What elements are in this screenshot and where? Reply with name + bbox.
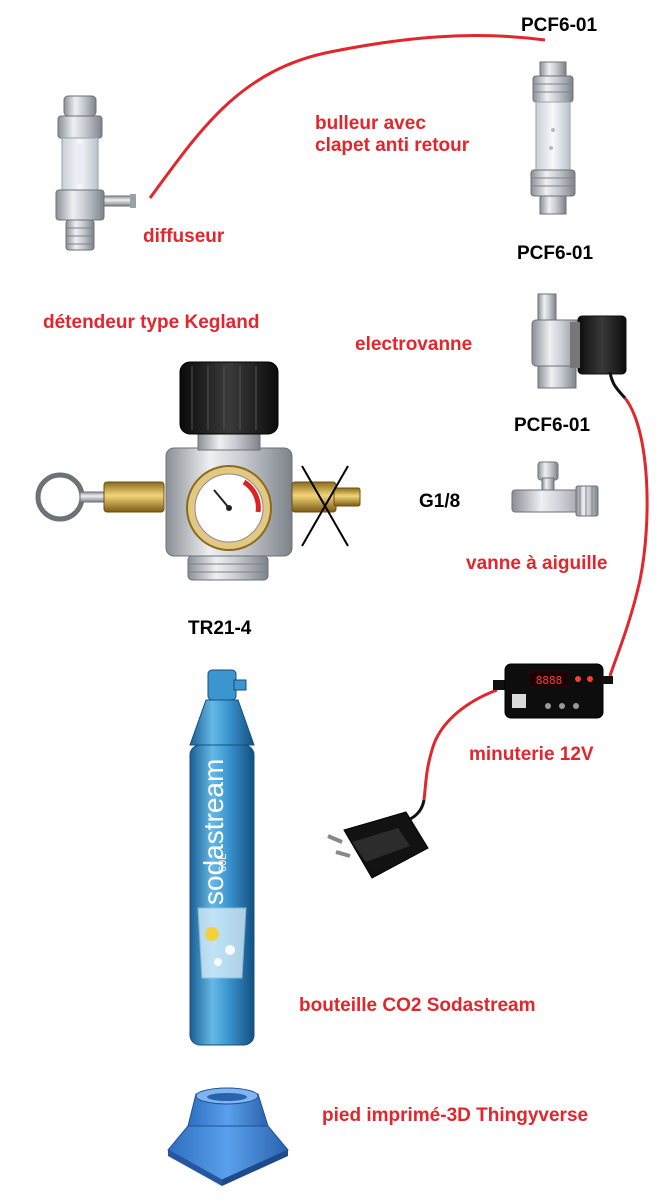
label-tr21-4: TR21-4 [188, 618, 252, 639]
power-cable-timer [608, 397, 649, 677]
power-adapter-icon [327, 799, 429, 879]
label-bouteille: bouteille CO2 Sodastream [299, 995, 536, 1016]
label-bulleur: bulleur avec clapet anti retour [315, 113, 470, 156]
label-electrovanne: electrovanne [355, 334, 473, 355]
needle-valve-icon [511, 461, 599, 517]
stand-icon [167, 1087, 289, 1186]
label-g18: G1/8 [419, 491, 461, 512]
label-pcf6-top: PCF6-01 [521, 15, 598, 36]
label-diffuseur: diffuseur [143, 226, 225, 247]
timer-display: 8888 [536, 674, 563, 687]
bottle-brand: sodastream [198, 759, 229, 905]
power-cable-adapter [422, 688, 498, 801]
co2-tube [148, 34, 546, 199]
label-minuterie: minuterie 12V [469, 744, 594, 765]
bottle-volume: 60L [217, 854, 229, 872]
diffuser-icon [55, 95, 136, 251]
label-pied: pied imprimé-3D Thingyverse [322, 1105, 589, 1126]
bubble-counter-icon [530, 61, 576, 215]
label-pcf6-low: PCF6-01 [514, 415, 591, 436]
timer-icon: 8888 [493, 663, 613, 719]
label-detendeur: détendeur type Kegland [43, 312, 260, 333]
co2-bottle-icon: sodastream 60L [189, 669, 255, 1046]
regulator-icon [35, 361, 361, 581]
label-pcf6-mid: PCF6-01 [517, 243, 594, 264]
label-vanne-aiguille: vanne à aiguille [466, 553, 608, 574]
cross-icon [301, 465, 349, 547]
solenoid-valve-icon [531, 293, 627, 399]
